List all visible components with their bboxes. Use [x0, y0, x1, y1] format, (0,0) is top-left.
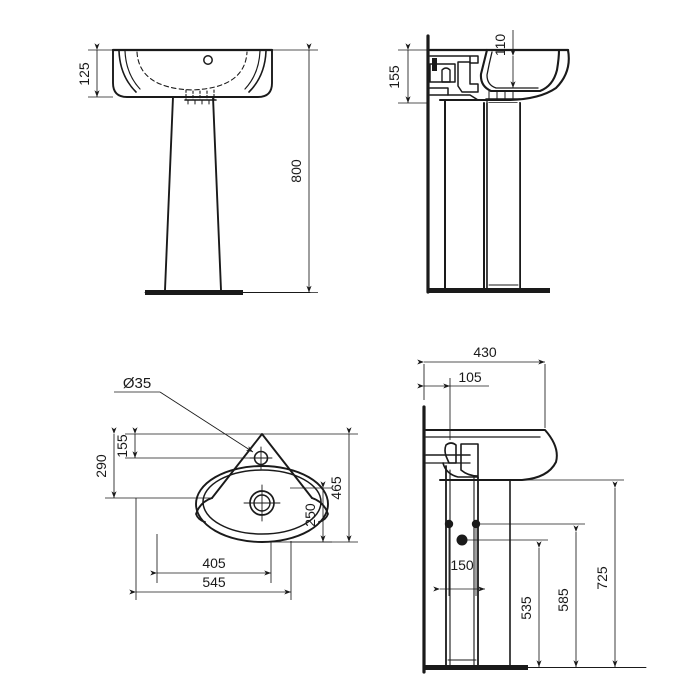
fixing-point-left [444, 519, 454, 529]
tap-hole [203, 55, 213, 65]
dim-label-535: 535 [518, 596, 534, 620]
rear-fitting-detail [429, 55, 479, 101]
bowl-section-profile [479, 48, 561, 93]
view-side-elevation [422, 405, 647, 674]
dim-label-150: 150 [450, 557, 474, 573]
leader-line-d35 [159, 391, 254, 453]
dimensions-plan: Ø35 155 290 465 250 405 545 [93, 375, 358, 600]
dim-label-105: 105 [458, 369, 482, 385]
bowl-section-inner-line [486, 51, 539, 89]
pedestal-right-edge [212, 96, 222, 291]
basin-body-outline [112, 49, 273, 98]
side-base-plate [428, 288, 550, 293]
dim-label-250: 250 [302, 503, 318, 527]
bowl-interior-hidden [136, 51, 248, 91]
view-side-section-top [426, 34, 570, 294]
dim-label-405: 405 [202, 555, 226, 571]
dim-label-155-section: 155 [386, 65, 402, 89]
dim-label-110: 110 [492, 34, 508, 57]
rim-flute-right-inner [244, 50, 261, 90]
dim-label-125: 125 [76, 62, 92, 86]
pedestal-face [487, 103, 520, 292]
rim-flute-right-outer [248, 50, 267, 93]
plan-waste-outlet [243, 484, 281, 522]
waste-slots [488, 90, 514, 100]
dim-label-d35: Ø35 [123, 375, 151, 392]
dim-label-725: 725 [594, 566, 610, 590]
rim-flute-left-inner [124, 50, 141, 90]
dim-label-430: 430 [473, 344, 497, 360]
dim-label-585: 585 [555, 588, 571, 612]
dim-label-545: 545 [202, 574, 226, 590]
dimensions-side-elevation: 430 105 150 535 585 725 [417, 344, 624, 667]
side-basin-outline [425, 429, 558, 481]
dim-label-155-plan: 155 [114, 434, 130, 458]
rim-flute-left-outer [118, 50, 137, 93]
dim-label-465: 465 [328, 476, 344, 500]
dim-label-290: 290 [93, 454, 109, 478]
dimensions-side-section: 155 110 [386, 30, 516, 104]
dimensions-front-elevation: 125 800 [76, 43, 318, 293]
dim-label-800: 800 [288, 159, 304, 183]
pedestal-left-edge [164, 96, 174, 291]
